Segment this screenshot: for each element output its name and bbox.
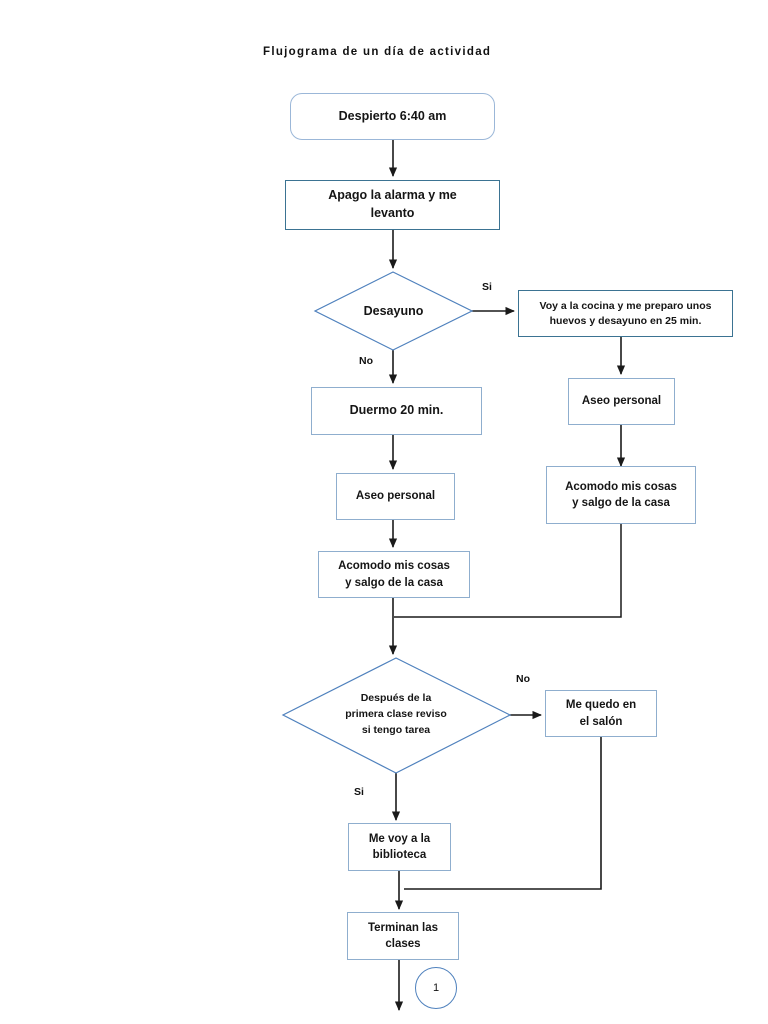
node-revision-tarea-line2: primera clase reviso <box>345 708 447 721</box>
node-acomodo-salgo-derecha-line2: y salgo de la casa <box>572 497 670 509</box>
node-revision-tarea[interactable]: Después de la primera clase reviso si te… <box>310 676 482 754</box>
node-biblioteca[interactable]: Me voy a la biblioteca <box>348 823 451 871</box>
node-revision-tarea-line3: si tengo tarea <box>361 723 431 736</box>
page-connector-circle[interactable]: 1 <box>415 967 457 1009</box>
node-aseo-personal-derecha[interactable]: Aseo personal <box>568 378 675 425</box>
node-me-quedo-salon[interactable]: Me quedo en el salón <box>545 690 657 737</box>
page-connector-label: 1 <box>432 982 440 994</box>
page-title: Flujograma de un día de actividad <box>263 46 492 58</box>
edge-label-tarea-no: No <box>516 673 530 685</box>
node-duermo-label: Duermo 20 min. <box>349 403 444 418</box>
node-despierto-label: Despierto 6:40 am <box>338 108 447 123</box>
edge-label-tarea-si: Si <box>354 786 364 798</box>
node-me-quedo-salon-line2: el salón <box>579 715 623 728</box>
node-apago-alarma[interactable]: Apago la alarma y me levanto <box>285 180 500 230</box>
node-me-quedo-salon-line1: Me quedo en <box>565 699 637 712</box>
diamond-homework <box>281 657 512 774</box>
node-revision-tarea-line1: Después de la <box>360 692 432 705</box>
edge-label-desayuno-no: No <box>359 355 373 367</box>
edge-merge-right-branch <box>394 524 622 618</box>
node-acomodo-salgo-izquierda[interactable]: Acomodo mis cosas y salgo de la casa <box>318 551 470 598</box>
node-apago-alarma-line2: levanto <box>370 206 415 220</box>
node-terminan-clases[interactable]: Terminan las clases <box>347 912 459 960</box>
node-acomodo-salgo-izquierda-line2: y salgo de la casa <box>345 576 443 589</box>
node-aseo-personal-izquierda-label: Aseo personal <box>355 490 436 503</box>
node-aseo-personal-izquierda[interactable]: Aseo personal <box>336 473 455 520</box>
node-duermo[interactable]: Duermo 20 min. <box>311 387 482 435</box>
edge-label-desayuno-si: Si <box>482 281 492 293</box>
node-desayuno-label: Desayuno <box>363 303 424 318</box>
edge-merge-classroom <box>404 737 602 890</box>
node-terminan-clases-line1: Terminan las <box>367 921 439 934</box>
node-biblioteca-line1: Me voy a la <box>368 832 431 845</box>
node-biblioteca-line2: biblioteca <box>372 849 427 861</box>
node-cocina-line2: huevos y desayuno en 25 min. <box>549 314 702 327</box>
node-cocina-line1: Voy a la cocina y me preparo unos <box>539 299 712 312</box>
node-apago-alarma-line1: Apago la alarma y me <box>328 188 457 203</box>
node-aseo-personal-derecha-label: Aseo personal <box>581 395 662 408</box>
node-desayuno[interactable]: Desayuno <box>315 272 472 350</box>
node-terminan-clases-line2: clases <box>385 938 421 950</box>
diamond-breakfast <box>313 271 474 351</box>
node-acomodo-salgo-derecha[interactable]: Acomodo mis cosas y salgo de la casa <box>546 466 696 524</box>
node-cocina[interactable]: Voy a la cocina y me preparo unos huevos… <box>518 290 733 337</box>
node-acomodo-salgo-izquierda-line1: Acomodo mis cosas <box>338 560 450 573</box>
node-acomodo-salgo-derecha-line1: Acomodo mis cosas <box>565 480 677 493</box>
node-despierto[interactable]: Despierto 6:40 am <box>290 93 495 140</box>
